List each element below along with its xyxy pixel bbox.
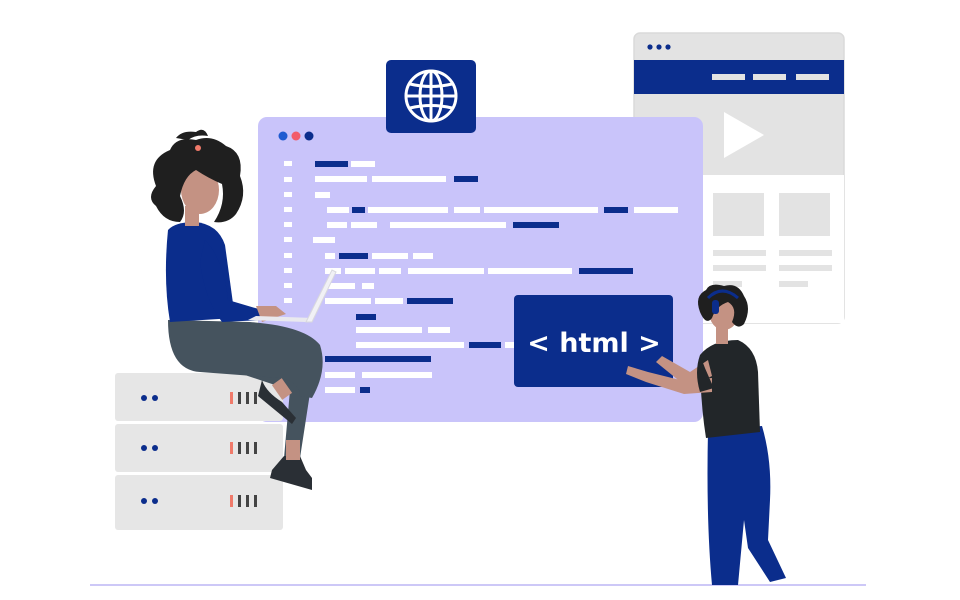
html-tag-label: < html > [527, 328, 661, 359]
woman-with-laptop [151, 129, 337, 490]
server-unit [115, 475, 283, 530]
globe-icon [404, 69, 458, 123]
browser-nav-items [712, 74, 829, 80]
content-text-lines [713, 250, 832, 287]
line-number-markers [284, 161, 292, 303]
html-tag-box: < html > [514, 295, 673, 387]
woman-hair [151, 138, 244, 223]
laptop [248, 269, 337, 323]
play-icon [724, 112, 764, 158]
server-stack [115, 373, 283, 530]
content-thumbnail [713, 193, 764, 236]
server-unit [115, 424, 283, 472]
content-thumbnail [779, 193, 830, 236]
server-unit [115, 373, 283, 421]
man-pointing [626, 284, 786, 585]
code-lines [313, 161, 678, 393]
globe-badge [386, 60, 476, 133]
editor-window-dots [278, 131, 314, 141]
browser-dots [647, 44, 671, 50]
